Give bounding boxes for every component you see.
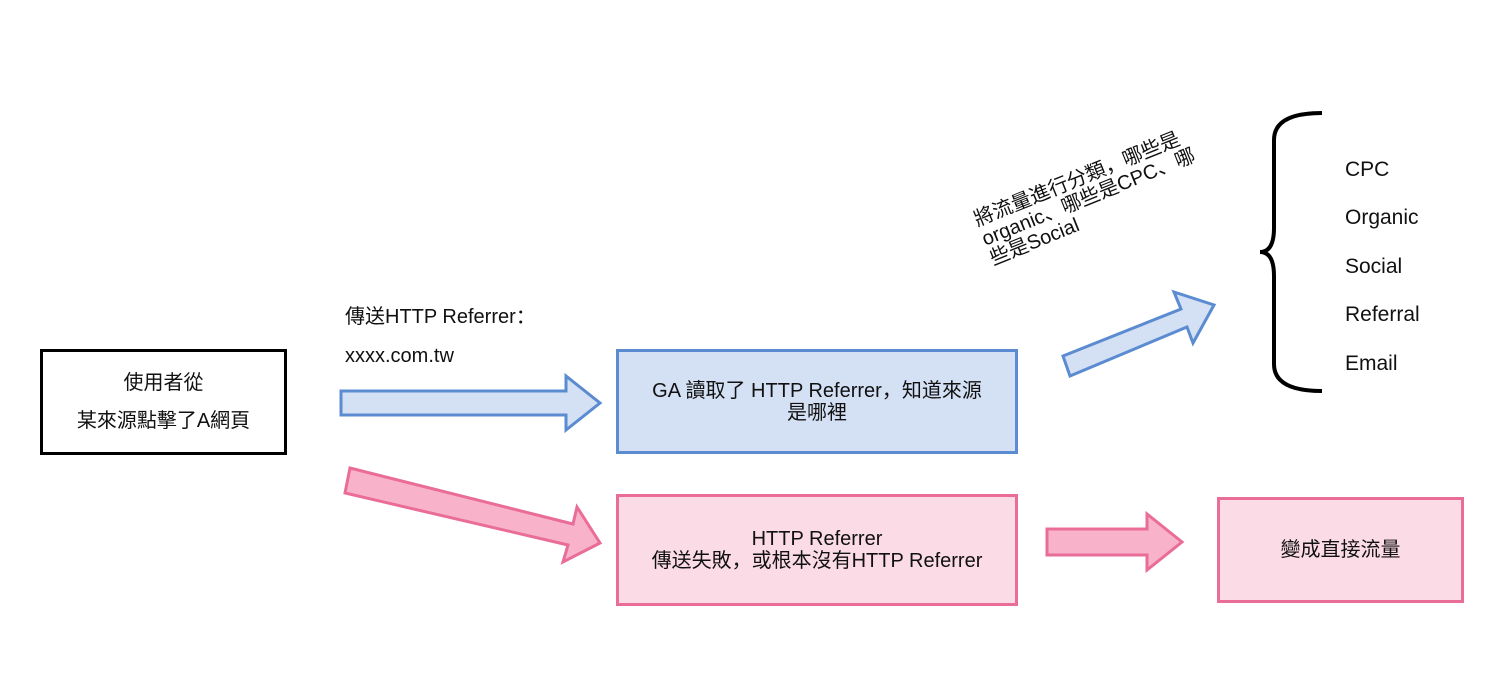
direct-traffic-box: 變成直接流量 — [1217, 497, 1464, 603]
user-box-line2: 某來源點擊了A網頁 — [76, 410, 251, 432]
arrow-to-categories — [1061, 289, 1217, 378]
arrow-to-direct — [1045, 510, 1185, 574]
category-brace — [1259, 111, 1323, 393]
send-referrer-label: 傳送HTTP Referrer： — [345, 306, 536, 328]
direct-box-label: 變成直接流量 — [1280, 539, 1401, 561]
arrow-to-fail — [343, 466, 603, 565]
category-email: Email — [1345, 352, 1398, 375]
category-referral: Referral — [1345, 303, 1420, 326]
user-click-box: 使用者從 某來源點擊了A網頁 — [40, 349, 287, 455]
arrow-to-ga — [339, 372, 603, 434]
fail-box-line2: 傳送失敗，或根本沒有HTTP Referrer — [651, 550, 983, 572]
referrer-url-label: xxxx.com.tw — [345, 345, 454, 367]
user-box-line1: 使用者從 — [123, 372, 204, 394]
fail-box-line1: HTTP Referrer — [751, 528, 883, 550]
referrer-fail-box: HTTP Referrer 傳送失敗，或根本沒有HTTP Referrer — [616, 494, 1018, 606]
category-organic: Organic — [1345, 206, 1419, 229]
ga-box-line2: 是哪裡 — [787, 401, 847, 424]
category-cpc: CPC — [1345, 158, 1390, 181]
category-social: Social — [1345, 255, 1403, 278]
ga-read-referrer-box: GA 讀取了 HTTP Referrer，知道來源 是哪裡 — [616, 349, 1018, 454]
ga-box-line1: GA 讀取了 HTTP Referrer，知道來源 — [652, 379, 982, 402]
